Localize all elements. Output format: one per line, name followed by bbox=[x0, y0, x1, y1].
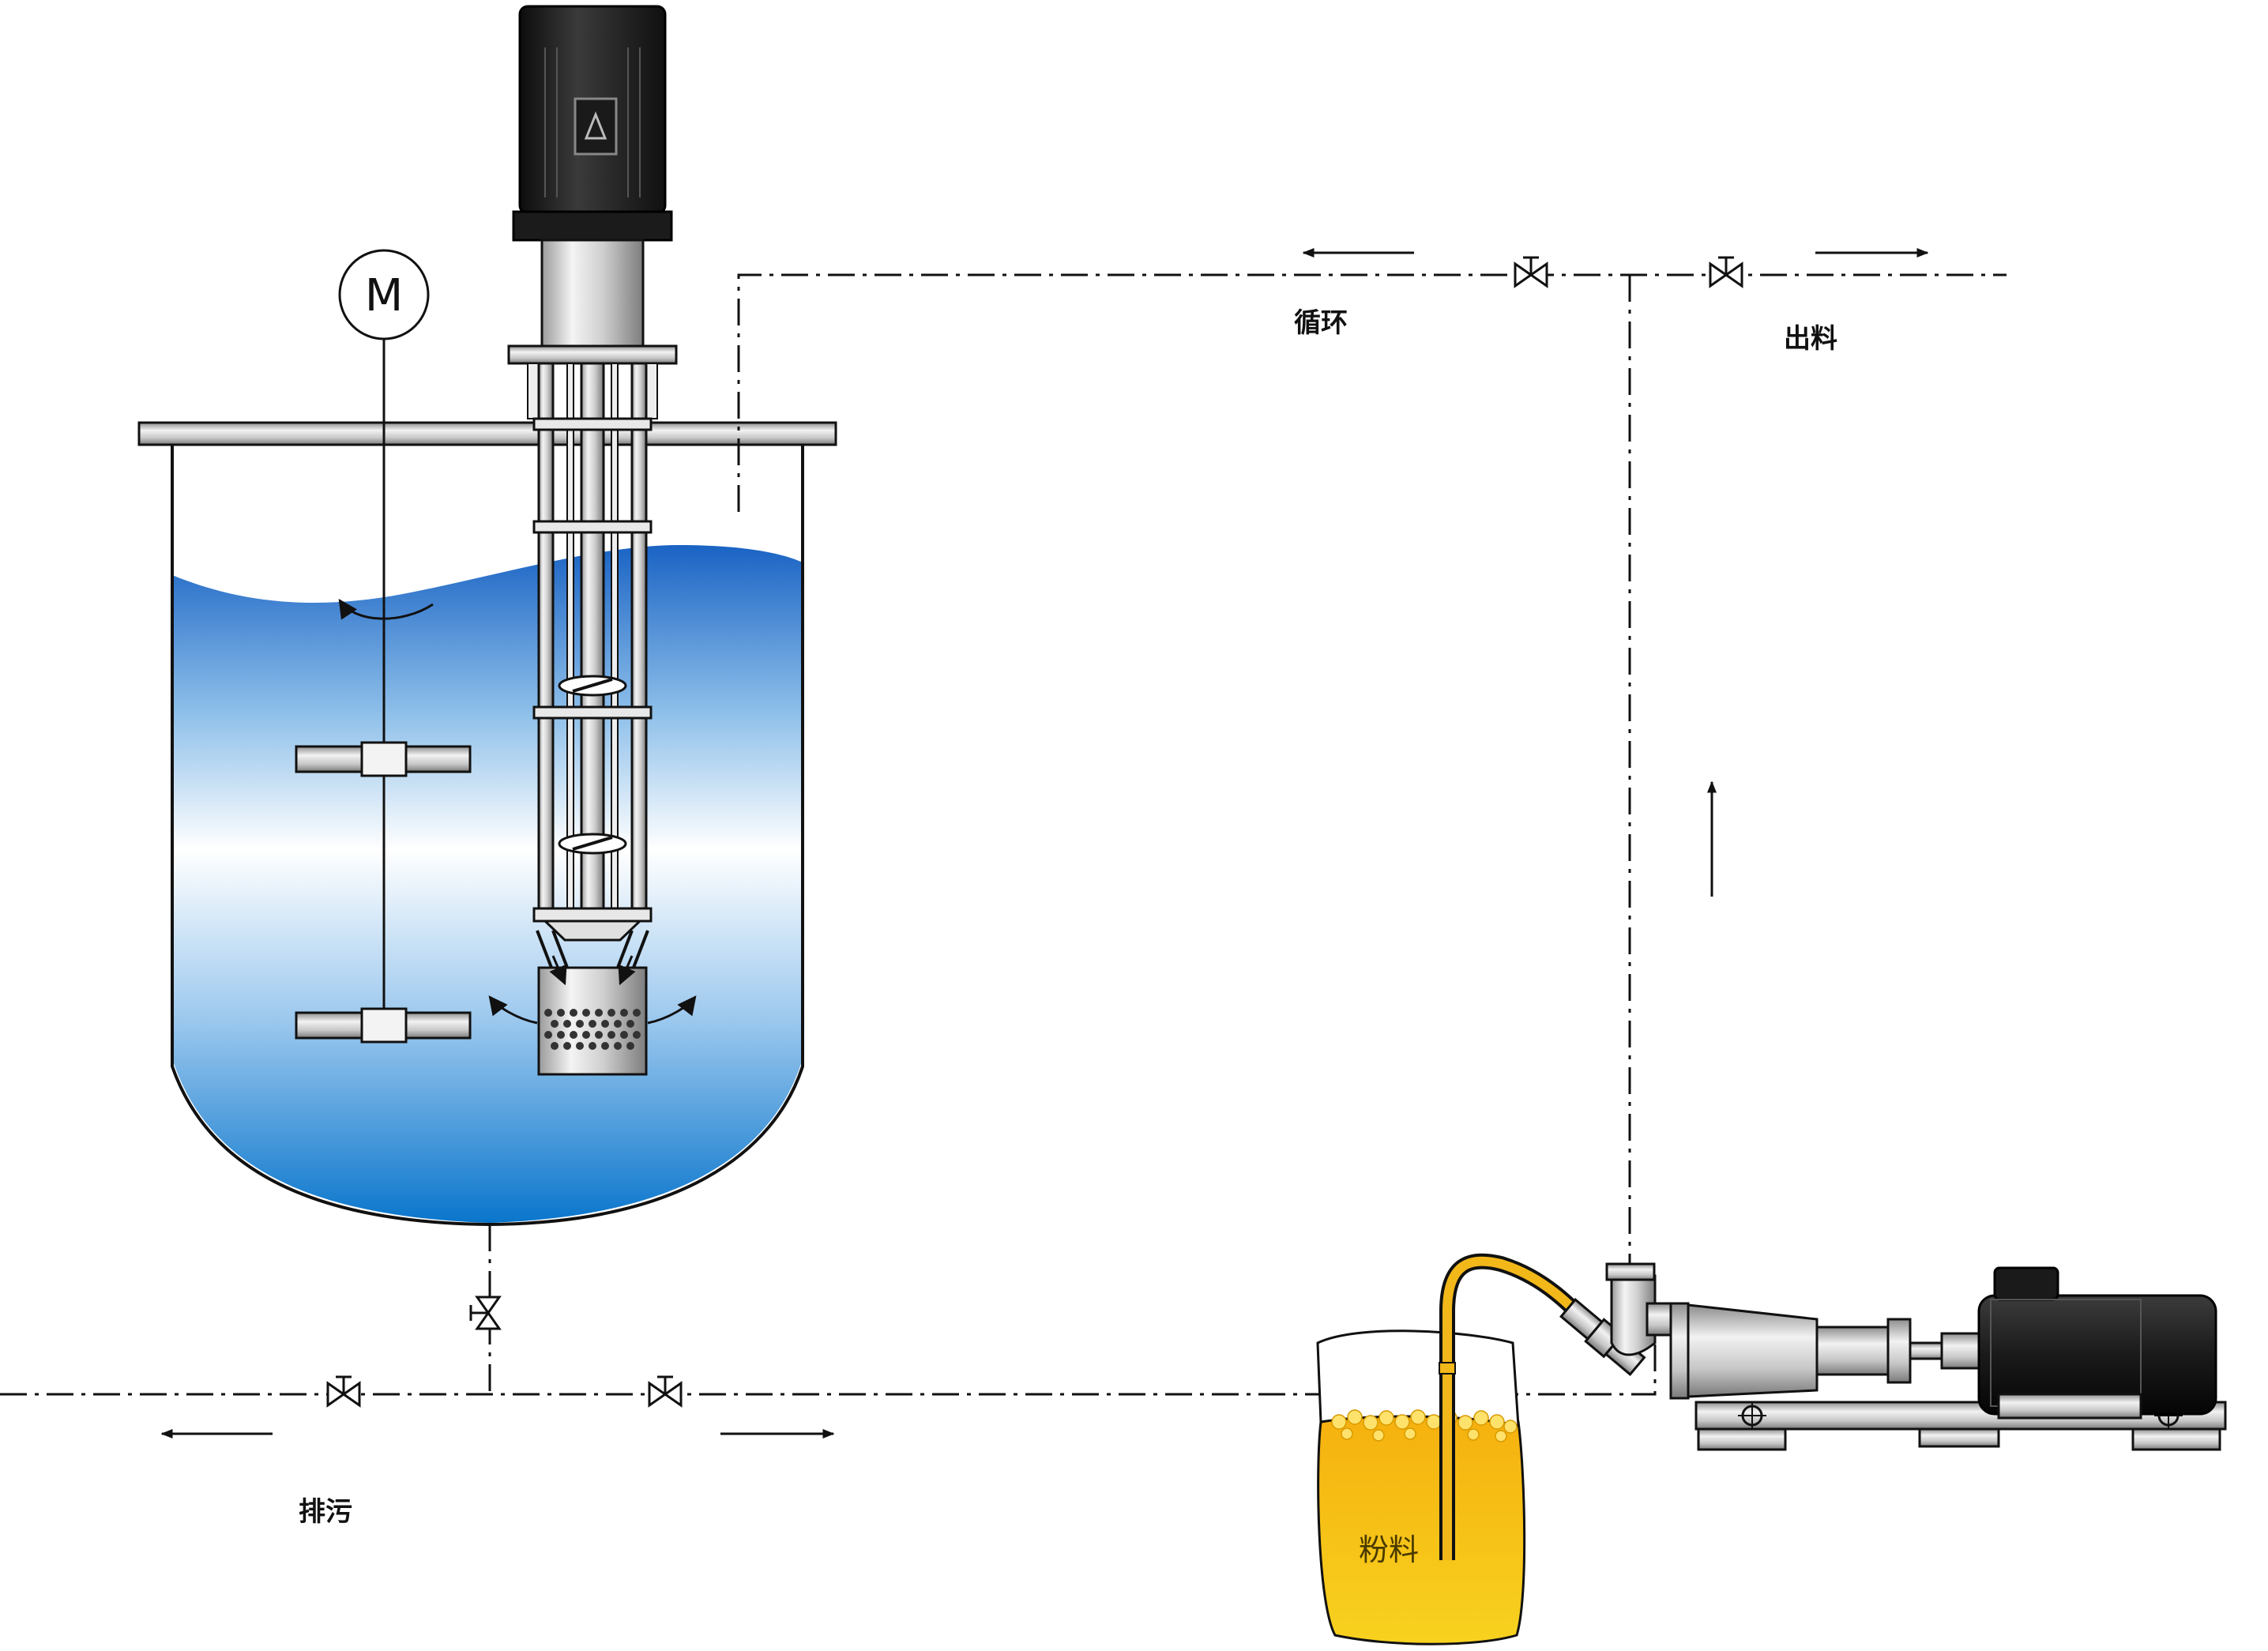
valve-icon[interactable] bbox=[326, 1375, 361, 1407]
tank-liquid bbox=[172, 545, 803, 1223]
valve-icon[interactable] bbox=[648, 1375, 683, 1407]
mixing-tank bbox=[137, 421, 837, 1227]
valve-icon[interactable] bbox=[1709, 256, 1743, 288]
valve-icon[interactable] bbox=[469, 1296, 502, 1330]
powder-bag: 粉料 bbox=[1316, 1329, 1526, 1645]
label-circulation: 循环 bbox=[1294, 307, 1348, 339]
motor-symbol-label: M bbox=[365, 270, 403, 322]
label-drain: 排污 bbox=[299, 1496, 352, 1528]
rotation-arrow-icon bbox=[338, 599, 434, 620]
pump-icon[interactable] bbox=[1605, 1262, 2227, 1451]
high-shear-mixer bbox=[488, 5, 697, 1076]
paddle-agitator: M bbox=[295, 249, 472, 1044]
tank-lid bbox=[137, 421, 837, 446]
valve-icon[interactable] bbox=[1514, 256, 1548, 288]
label-powder: 粉料 bbox=[1359, 1533, 1419, 1567]
label-discharge: 出料 bbox=[1784, 323, 1837, 355]
